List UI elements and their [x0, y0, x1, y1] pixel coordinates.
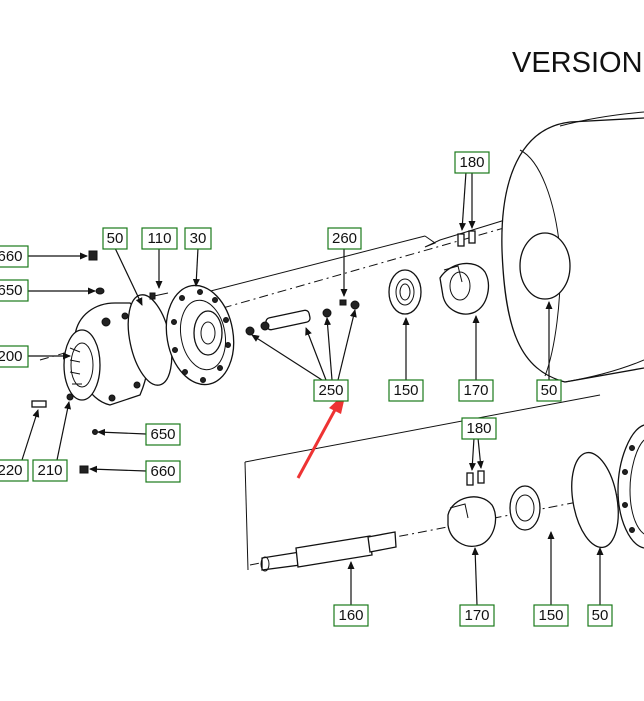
part-label-30: 30 [184, 227, 212, 250]
part-170-cam-upper [439, 262, 489, 315]
svg-text:110: 110 [148, 230, 172, 247]
part-label-180-upper: 180 [454, 151, 490, 174]
part-label-250: 250 [313, 379, 349, 402]
part-label-110: 110 [141, 227, 178, 250]
svg-text:160: 160 [338, 607, 363, 624]
part-label-210: 210 [32, 459, 68, 482]
svg-text:30: 30 [190, 230, 207, 247]
part-260-pin [339, 299, 347, 306]
svg-text:50: 50 [592, 607, 609, 624]
part-label-170-lower: 170 [459, 604, 495, 627]
part-110-screw [149, 292, 169, 300]
part-50-gasket-lower [571, 451, 619, 549]
svg-text:210: 210 [37, 462, 62, 479]
part-180-screws-lower [466, 470, 485, 486]
svg-text:50: 50 [107, 230, 124, 247]
part-label-200: 200 [0, 345, 29, 368]
part-label-660-upper: 660 [0, 245, 29, 268]
svg-text:650: 650 [0, 282, 23, 299]
part-label-50-right: 50 [536, 379, 562, 402]
svg-text:200: 200 [0, 348, 23, 365]
part-150-bearing-upper [388, 269, 422, 315]
flange-partial [617, 424, 644, 549]
part-label-150-upper: 150 [388, 379, 424, 402]
svg-text:180: 180 [466, 420, 491, 437]
part-650-washer-upper [95, 287, 105, 295]
part-220-bolt [31, 400, 47, 408]
svg-text:220: 220 [0, 462, 23, 479]
drum-housing [501, 111, 644, 383]
svg-text:170: 170 [463, 382, 488, 399]
svg-text:170: 170 [464, 607, 489, 624]
svg-text:150: 150 [393, 382, 418, 399]
part-label-170-upper: 170 [458, 379, 494, 402]
part-label-650-lower: 650 [145, 423, 181, 446]
svg-text:660: 660 [0, 248, 23, 265]
part-label-260: 260 [327, 227, 362, 250]
part-label-660-lower: 660 [145, 460, 181, 483]
leader-lines [21, 171, 604, 606]
part-660-bolt-upper [88, 250, 98, 261]
svg-text:50: 50 [541, 382, 558, 399]
part-650-washer-lower [92, 429, 98, 435]
part-label-180-lower: 180 [461, 417, 497, 440]
version-title: VERSION [512, 47, 643, 79]
svg-text:660: 660 [150, 463, 175, 480]
part-250-pins [245, 300, 360, 336]
part-label-220: 220 [0, 459, 29, 482]
part-30-flange [165, 284, 235, 386]
part-660-bolt-lower [79, 465, 89, 474]
svg-text:150: 150 [538, 607, 563, 624]
part-210-washer [66, 393, 74, 401]
red-arrow-icon [296, 392, 346, 479]
svg-text:180: 180 [459, 154, 484, 171]
svg-text:650: 650 [150, 426, 175, 443]
part-160-shaft [260, 531, 397, 572]
svg-text:260: 260 [332, 230, 357, 247]
part-label-50-left: 50 [102, 227, 128, 250]
part-label-50-lower: 50 [587, 604, 613, 627]
part-label-650-upper: 650 [0, 279, 29, 302]
svg-text:250: 250 [318, 382, 343, 399]
part-180-screws-upper [457, 230, 476, 247]
part-150-bearing-lower [509, 485, 541, 531]
part-label-150-lower: 150 [533, 604, 569, 627]
part-170-cam-lower [447, 496, 497, 547]
part-label-160: 160 [333, 604, 369, 627]
